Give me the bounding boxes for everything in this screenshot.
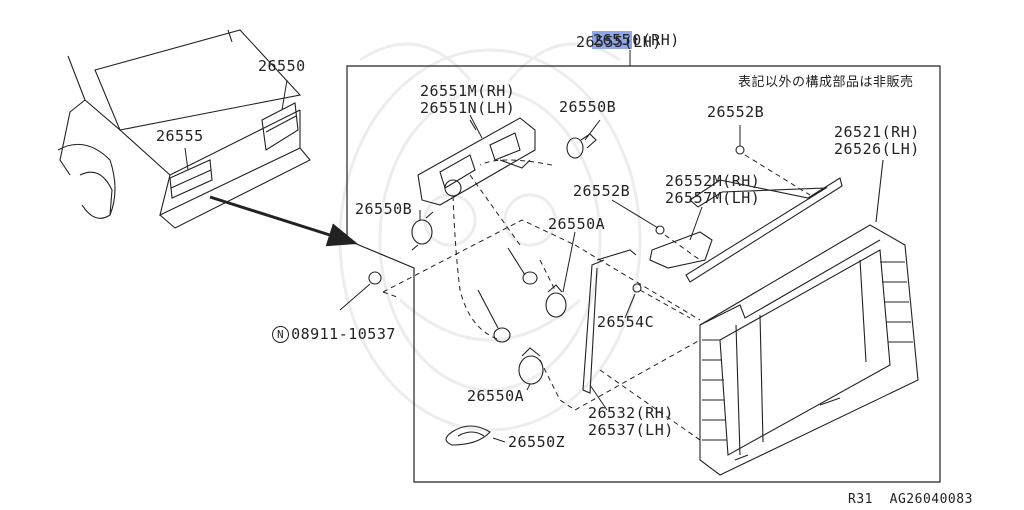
label-26554C: 26554C bbox=[597, 313, 655, 331]
bulb-socket-assembly bbox=[417, 117, 536, 206]
not-sold-separately-note: 表記以外の構成部品は非販売 bbox=[738, 75, 914, 90]
car-label-rh: 26550 bbox=[258, 57, 306, 75]
label-26550B-top: 26550B bbox=[559, 98, 617, 116]
label-26552B-mid: 26552B bbox=[573, 182, 631, 200]
leader-lines bbox=[339, 114, 741, 443]
label-26550Z: 26550Z bbox=[508, 433, 566, 451]
car-rear-sketch bbox=[57, 29, 311, 229]
label-26537-lh: 26537(LH) bbox=[588, 421, 674, 439]
bulbs bbox=[411, 133, 597, 385]
label-26551-lh: 26551N(LH) bbox=[420, 99, 516, 117]
label-26521-rh: 26521(RH) bbox=[834, 123, 920, 141]
footer-reference: R31 AG26040083 bbox=[848, 492, 973, 507]
phantom-lines bbox=[382, 154, 811, 441]
label-26550A-low: 26550A bbox=[467, 387, 525, 405]
label-26552B-top: 26552B bbox=[707, 103, 765, 121]
nut-symbol-icon: N bbox=[272, 326, 290, 343]
label-26557M-lh: 26557M(LH) bbox=[665, 189, 761, 207]
label-26532-rh: 26532(RH) bbox=[588, 404, 674, 422]
label-26552M-rh: 26552M(RH) bbox=[665, 172, 761, 190]
sockets-and-wires bbox=[368, 145, 843, 446]
label-26526-lh: 26526(LH) bbox=[834, 140, 920, 158]
main-part-number-label-lh: 26555(LH) bbox=[576, 33, 662, 51]
label-26550A-mid: 26550A bbox=[548, 215, 606, 233]
label-26551-rh: 26551M(RH) bbox=[420, 82, 516, 100]
car-label-lh: 26555 bbox=[156, 127, 204, 145]
main-part-highlight: 2655 bbox=[592, 31, 633, 49]
rear-combination-lens bbox=[699, 159, 919, 476]
main-part-number-label: 26550(RH) bbox=[592, 31, 680, 49]
label-26550B-left: 26550B bbox=[355, 200, 413, 218]
